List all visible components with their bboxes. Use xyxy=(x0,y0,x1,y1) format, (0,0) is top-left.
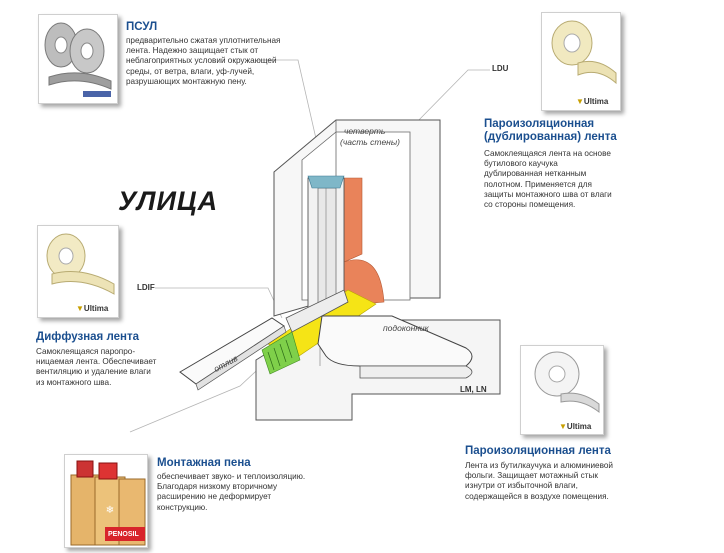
street-label: УЛИЦА xyxy=(118,186,219,216)
teal-psul-top xyxy=(307,175,345,189)
ultima-logo: ▼Ultima xyxy=(576,97,609,106)
psul-title: ПСУЛ xyxy=(126,21,158,33)
foam-tape-roll-icon xyxy=(44,22,112,97)
foil-tape-roll-icon xyxy=(534,351,600,414)
foam-brand: PENOSIL xyxy=(108,531,139,538)
psul-photo xyxy=(38,14,118,104)
quarter-sublabel: (часть стены) xyxy=(340,137,400,147)
tape-roll-icon xyxy=(551,20,617,85)
quarter-label: четверть xyxy=(344,126,386,136)
tape-roll-icon xyxy=(46,233,115,295)
diffusion-tape-title: Диффузная лента xyxy=(36,331,139,343)
duplicated-tape-photo: ▼Ultima xyxy=(541,12,621,111)
lm-ln-tag: LM, LN xyxy=(460,385,487,394)
diffusion-tape-photo: ▼Ultima xyxy=(37,225,119,318)
foam-photo: ❄ PENOSIL xyxy=(64,454,148,548)
vapor-tape-photo: ▼Ultima xyxy=(520,345,604,435)
ultima-logo: ▼Ultima xyxy=(76,304,109,313)
foam-desc: обеспечивает звуко- и теплоизоляцию.Благ… xyxy=(157,472,306,512)
ultima-logo: ▼Ultima xyxy=(559,422,592,431)
foam-can-icon: ❄ xyxy=(70,460,146,546)
ldu-tag: LDU xyxy=(492,64,509,73)
foam-title: Монтажная пена xyxy=(157,457,251,469)
orange-layer-top xyxy=(343,177,363,263)
duplicated-tape-title: Пароизоляционная(дублированная) лента xyxy=(484,118,617,143)
windowsill-label: подоконник xyxy=(383,323,429,333)
window-frame-bottom xyxy=(285,289,349,333)
svg-text:❄: ❄ xyxy=(106,505,114,516)
vapor-tape-title: Пароизоляционная лента xyxy=(465,445,611,457)
ldif-tag: LDIF xyxy=(137,283,155,292)
diffusion-tape-desc: Самоклеящаяся паропро-ницаемая лента. Об… xyxy=(36,347,157,387)
